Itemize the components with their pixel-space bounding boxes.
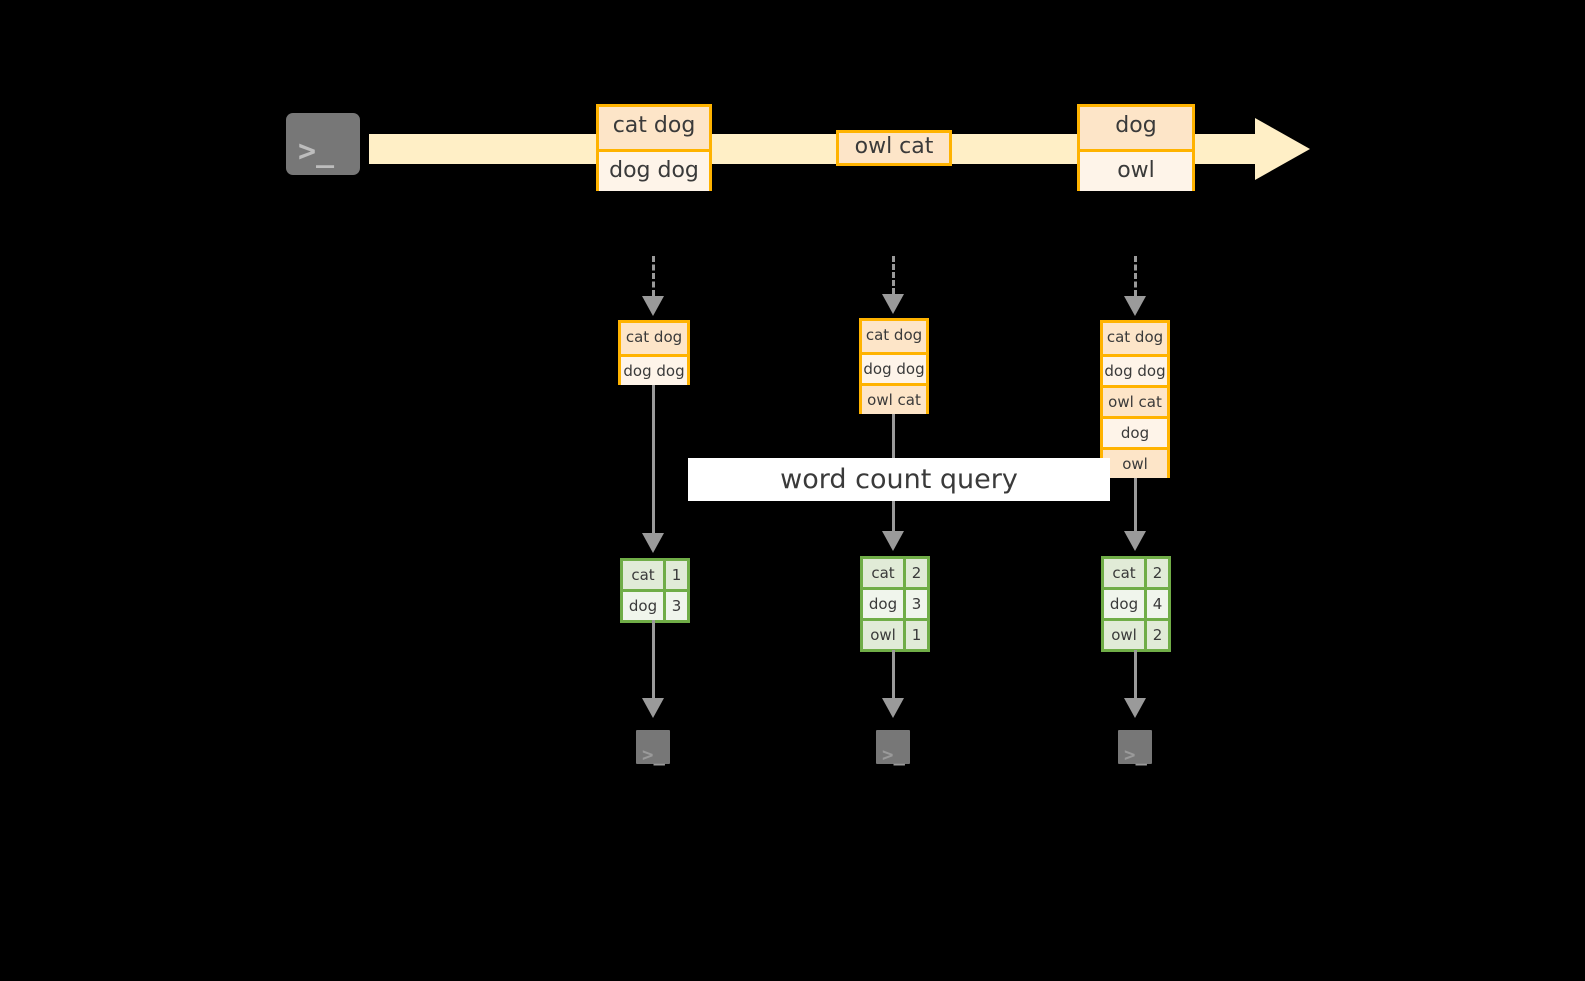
- accumulated-rows-3-row-3: owl cat: [1103, 385, 1167, 416]
- sink-terminal-icon-1: >_: [627, 721, 679, 773]
- terminal-prompt-glyph: >_: [1124, 744, 1147, 766]
- accumulated-rows-3-row-1: cat dog: [1103, 323, 1167, 354]
- stream-batch-3-row-2: owl: [1080, 149, 1192, 191]
- stream-batch-1-row-2: dog dog: [599, 149, 709, 191]
- dashed-connector-2: [892, 256, 895, 294]
- query-connector-3-head: [1124, 531, 1146, 551]
- result-count: 2: [1144, 618, 1170, 651]
- sink-connector-2-head: [882, 698, 904, 718]
- result-word: cat: [1102, 557, 1146, 589]
- table-row: dog 3: [621, 589, 689, 622]
- dashed-connector-2-head: [882, 294, 904, 314]
- result-word: cat: [621, 559, 665, 591]
- accumulated-rows-3-row-4: dog: [1103, 416, 1167, 447]
- dashed-connector-3: [1134, 256, 1137, 296]
- result-count: 2: [1144, 557, 1170, 589]
- result-count: 2: [903, 557, 929, 589]
- sink-terminal-icon-2: >_: [867, 721, 919, 773]
- query-connector-1: [652, 385, 655, 533]
- result-table-2: cat 2 dog 3 owl 1: [860, 556, 930, 652]
- query-connector-1-head: [642, 533, 664, 553]
- accumulated-rows-2-row-3: owl cat: [862, 383, 926, 414]
- result-count: 1: [663, 559, 689, 591]
- stream-batch-1: cat dog dog dog: [596, 104, 712, 191]
- result-count: 3: [663, 589, 689, 622]
- result-table-1: cat 1 dog 3: [620, 558, 690, 623]
- stream-batch-3-row-1: dog: [1080, 107, 1192, 149]
- accumulated-rows-2-row-2: dog dog: [862, 352, 926, 383]
- accumulated-rows-3: cat dog dog dog owl cat dog owl: [1100, 320, 1170, 478]
- source-terminal-icon: >_: [277, 104, 369, 184]
- sink-connector-2: [892, 650, 895, 698]
- arrow-right-icon: [1255, 118, 1310, 180]
- query-label: word count query: [688, 458, 1110, 501]
- terminal-prompt-glyph: >_: [882, 744, 905, 766]
- sink-connector-3: [1134, 650, 1137, 698]
- stream-batch-3: dog owl: [1077, 104, 1195, 191]
- table-row: cat 2: [861, 557, 929, 589]
- sink-connector-3-head: [1124, 698, 1146, 718]
- sink-terminal-icon-3: >_: [1109, 721, 1161, 773]
- result-table-3: cat 2 dog 4 owl 2: [1101, 556, 1171, 652]
- result-word: dog: [861, 587, 905, 620]
- result-word: dog: [621, 589, 665, 622]
- table-row: cat 2: [1102, 557, 1170, 589]
- stream-batch-2: owl cat: [836, 130, 952, 166]
- query-connector-2-head: [882, 531, 904, 551]
- result-word: owl: [861, 618, 905, 651]
- accumulated-rows-3-row-5: owl: [1103, 447, 1167, 478]
- result-count: 1: [903, 618, 929, 651]
- accumulated-rows-1-row-2: dog dog: [621, 354, 687, 385]
- terminal-prompt-glyph: >_: [298, 134, 335, 169]
- dashed-connector-1: [652, 256, 655, 296]
- accumulated-rows-1-row-1: cat dog: [621, 323, 687, 354]
- table-row: owl 1: [861, 618, 929, 651]
- accumulated-rows-3-row-2: dog dog: [1103, 354, 1167, 385]
- table-row: dog 3: [861, 587, 929, 620]
- result-word: dog: [1102, 587, 1146, 620]
- dashed-connector-3-head: [1124, 296, 1146, 316]
- sink-connector-1-head: [642, 698, 664, 718]
- result-word: owl: [1102, 618, 1146, 651]
- stream-batch-2-row-1: owl cat: [839, 133, 949, 163]
- table-row: owl 2: [1102, 618, 1170, 651]
- result-count: 4: [1144, 587, 1170, 620]
- result-word: cat: [861, 557, 905, 589]
- sink-connector-1: [652, 620, 655, 698]
- table-row: cat 1: [621, 559, 689, 591]
- table-row: dog 4: [1102, 587, 1170, 620]
- query-connector-3: [1134, 478, 1137, 531]
- dashed-connector-1-head: [642, 296, 664, 316]
- accumulated-rows-2-row-1: cat dog: [862, 321, 926, 352]
- terminal-prompt-glyph: >_: [642, 744, 665, 766]
- stream-batch-1-row-1: cat dog: [599, 107, 709, 149]
- accumulated-rows-2: cat dog dog dog owl cat: [859, 318, 929, 414]
- accumulated-rows-1: cat dog dog dog: [618, 320, 690, 385]
- result-count: 3: [903, 587, 929, 620]
